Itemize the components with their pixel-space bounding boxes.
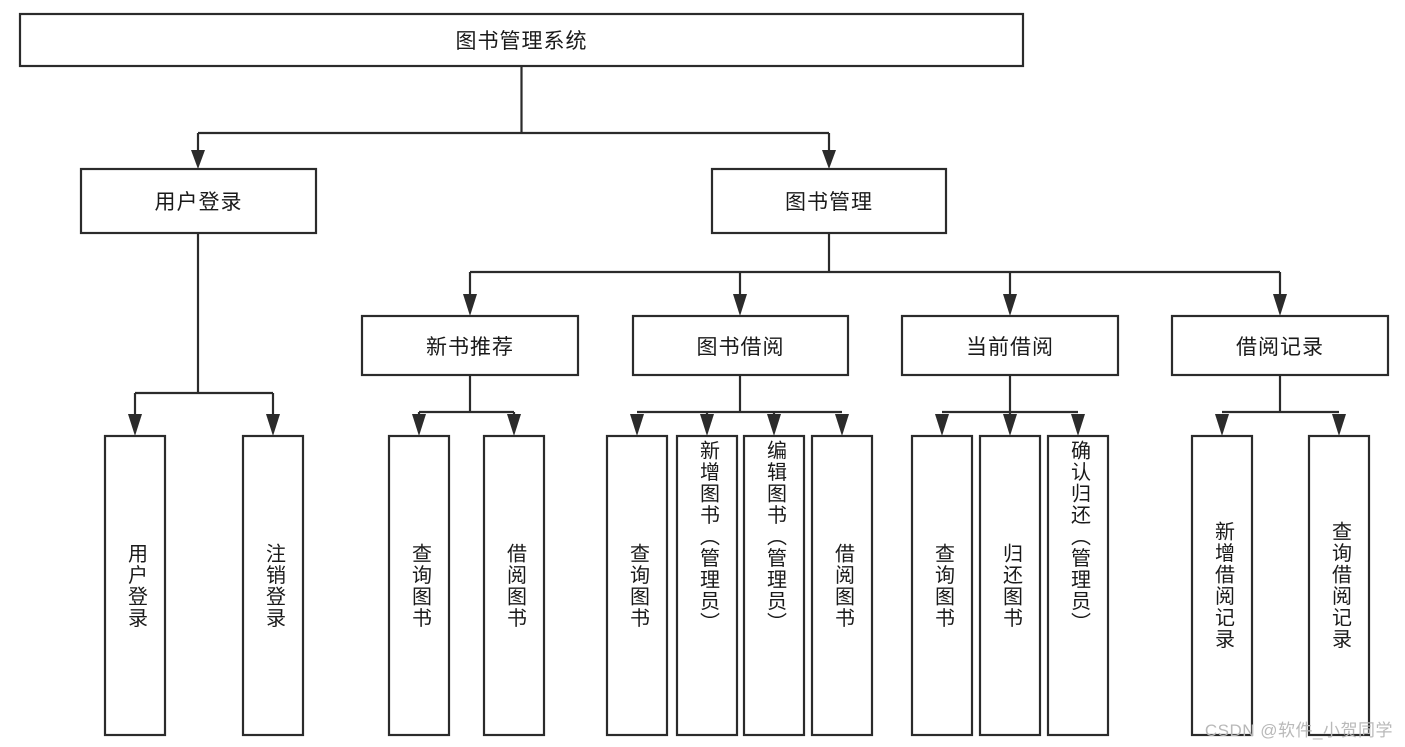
- arrow-head-leaf-logout-login: [266, 414, 280, 436]
- arrow-head-leaf-query-book-3: [935, 414, 949, 436]
- arrow-head-leaf-query-book-2: [630, 414, 644, 436]
- arrow-head-leaf-user-login: [128, 414, 142, 436]
- connector-group-newbookrec-to-leaves: [412, 375, 521, 436]
- arrow-head-leaf-query-book-1: [412, 414, 426, 436]
- node-box-leaf-query-record[interactable]: [1307, 434, 1371, 737]
- node-box-leaf-borrow-book-1[interactable]: [482, 434, 546, 737]
- node-box-user-login[interactable]: [79, 167, 318, 235]
- arrow-head-borrow-record: [1273, 294, 1287, 316]
- node-box-borrow-record[interactable]: [1170, 314, 1390, 377]
- arrow-head-leaf-borrow-book-1: [507, 414, 521, 436]
- arrow-head-book-borrow: [733, 294, 747, 316]
- node-box-leaf-user-login[interactable]: [103, 434, 167, 737]
- arrow-head-new-book-rec: [463, 294, 477, 316]
- arrow-head-user-login: [191, 150, 205, 169]
- node-box-current-borrow[interactable]: [900, 314, 1120, 377]
- arrow-head-current-borrow: [1003, 294, 1017, 316]
- connector-group-bookborrow-to-leaves: [630, 375, 849, 436]
- node-box-leaf-add-book[interactable]: [675, 434, 739, 737]
- node-box-book-borrow[interactable]: [631, 314, 850, 377]
- connector-group-currentborrow-to-leaves: [935, 375, 1085, 436]
- node-box-leaf-edit-book[interactable]: [742, 434, 806, 737]
- node-box-leaf-borrow-book-2[interactable]: [810, 434, 874, 737]
- arrow-head-leaf-return-book: [1003, 414, 1017, 436]
- connector-group-root-to-level2: [191, 66, 836, 169]
- node-box-leaf-logout-login[interactable]: [241, 434, 305, 737]
- node-box-root[interactable]: [18, 12, 1025, 68]
- connector-group-userlogin-to-leaves: [128, 233, 280, 436]
- node-box-new-book-rec[interactable]: [360, 314, 580, 377]
- arrow-head-book-manage: [822, 150, 836, 169]
- connector-group-borrowrecord-to-leaves: [1215, 375, 1346, 436]
- arrow-head-leaf-add-book: [700, 414, 714, 436]
- node-box-book-manage[interactable]: [710, 167, 948, 235]
- arrow-head-leaf-add-record: [1215, 414, 1229, 436]
- connector-group-bookmanage-to-level3: [463, 233, 1287, 316]
- arrow-head-leaf-edit-book: [767, 414, 781, 436]
- arrow-head-leaf-borrow-book-2: [835, 414, 849, 436]
- node-box-leaf-query-book-2[interactable]: [605, 434, 669, 737]
- arrow-head-leaf-query-record: [1332, 414, 1346, 436]
- node-box-leaf-return-book[interactable]: [978, 434, 1042, 737]
- node-box-leaf-query-book-3[interactable]: [910, 434, 974, 737]
- arrow-head-leaf-confirm-return: [1071, 414, 1085, 436]
- node-box-leaf-query-book-1[interactable]: [387, 434, 451, 737]
- node-box-leaf-add-record[interactable]: [1190, 434, 1254, 737]
- node-box-leaf-confirm-return[interactable]: [1046, 434, 1110, 737]
